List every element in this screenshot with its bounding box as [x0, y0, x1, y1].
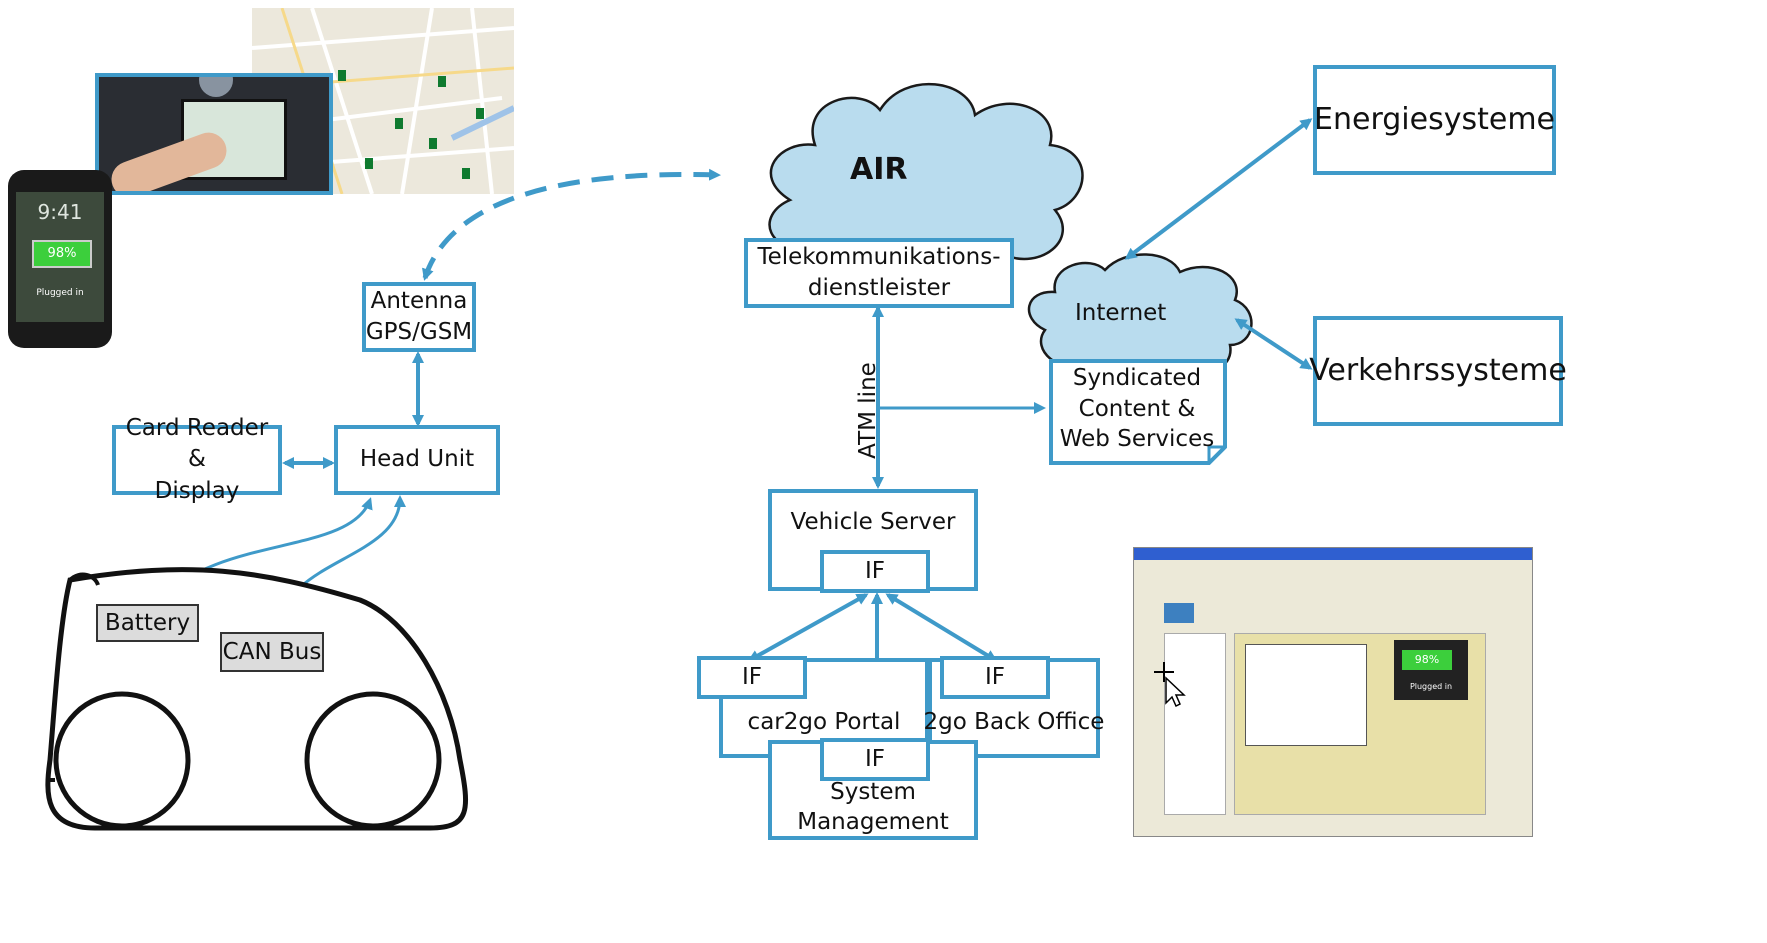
- if-backoffice-arrow: [885, 593, 998, 662]
- if-portal-arrow: [747, 593, 869, 662]
- back-office-if-box: IF: [940, 656, 1050, 699]
- phone-screen: 9:41 98% Plugged in: [16, 192, 104, 322]
- phone-time: 9:41: [37, 200, 83, 224]
- vehicle-server-label: Vehicle Server: [790, 509, 956, 535]
- card-reader-line2: Display: [154, 477, 240, 504]
- dashboard-photo: [95, 73, 333, 195]
- card-reader-box: Card Reader & Display: [112, 415, 282, 504]
- can-bus-label: CAN Bus: [222, 639, 322, 665]
- antenna-line1: Antenna: [370, 287, 468, 314]
- energy-label: Energiesysteme: [1314, 101, 1555, 137]
- portal-logo: [1164, 603, 1194, 623]
- portal-titlebar: [1134, 548, 1532, 560]
- vehicle-server-if-label: IF: [864, 557, 885, 584]
- dashboard-vent: [199, 77, 233, 97]
- internet-label: Internet: [1075, 300, 1167, 326]
- car-mirror: [68, 572, 100, 586]
- system-mgmt-line1: System: [830, 779, 916, 806]
- portal-popup: [1245, 644, 1367, 746]
- syndicated-doc-shape: [1049, 359, 1227, 465]
- battery-label: Battery: [104, 610, 191, 636]
- syndicated-line1: Syndicated: [1072, 365, 1202, 391]
- antenna-line2: GPS/GSM: [365, 319, 473, 345]
- system-mgmt-if-box: IF: [820, 738, 930, 781]
- portal-battery-widget: 98% Plugged in: [1394, 640, 1468, 700]
- portal-if-label: IF: [741, 663, 762, 690]
- system-mgmt-if-label: IF: [864, 745, 885, 772]
- internet-traffic-arrow: [1234, 318, 1313, 370]
- antenna-box: Antenna GPS/GSM: [362, 282, 476, 352]
- card-reader-line1: Card Reader &: [125, 415, 269, 473]
- atm-line-label: ATM line: [854, 362, 881, 459]
- syndicated-content-text: Syndicated Content & Web Services: [1052, 363, 1222, 455]
- phone-battery-indicator: 98%: [32, 240, 92, 268]
- internet-energy-arrow: [1124, 118, 1313, 260]
- head-unit-box: Head Unit: [334, 425, 500, 495]
- smartphone-image: 9:41 98% Plugged in: [8, 170, 112, 348]
- battery-component: Battery: [96, 604, 199, 642]
- portal-sidebar: [1164, 633, 1226, 815]
- vehicle-server-if-box: IF: [820, 550, 930, 593]
- traffic-label: Verkehrssysteme: [1309, 352, 1567, 388]
- traffic-systems-box: Verkehrssysteme: [1309, 316, 1567, 426]
- portal-battery-percent: 98%: [1402, 650, 1452, 670]
- head-unit-label: Head Unit: [359, 446, 475, 473]
- portal-battery-status: Plugged in: [1409, 682, 1453, 691]
- syndicated-line2: Content &: [1078, 395, 1196, 422]
- move-cursor-icon: [1154, 662, 1186, 708]
- web-portal-screenshot: 98% Plugged in: [1133, 547, 1533, 837]
- portal-label: car2go Portal: [747, 709, 901, 736]
- system-mgmt-line2: Management: [797, 809, 949, 835]
- telco-line2: dienstleister: [807, 275, 951, 301]
- syndicated-line3: Web Services: [1059, 426, 1215, 453]
- telco-line1: Telekommunikations-: [757, 243, 1001, 270]
- energy-systems-box: Energiesysteme: [1313, 65, 1556, 175]
- back-office-if-label: IF: [984, 663, 1005, 690]
- air-label: AIR: [850, 152, 908, 187]
- car-front-wheel: [53, 691, 191, 829]
- car-rear-wheel: [304, 691, 442, 829]
- hand-image: [106, 127, 232, 191]
- back-office-label: 2go Back Office: [923, 709, 1105, 736]
- portal-if-box: IF: [697, 656, 807, 699]
- telco-provider-box: Telekommunikations- dienstleister: [744, 238, 1014, 308]
- phone-status: Plugged in: [36, 288, 84, 298]
- can-bus-component: CAN Bus: [220, 632, 324, 672]
